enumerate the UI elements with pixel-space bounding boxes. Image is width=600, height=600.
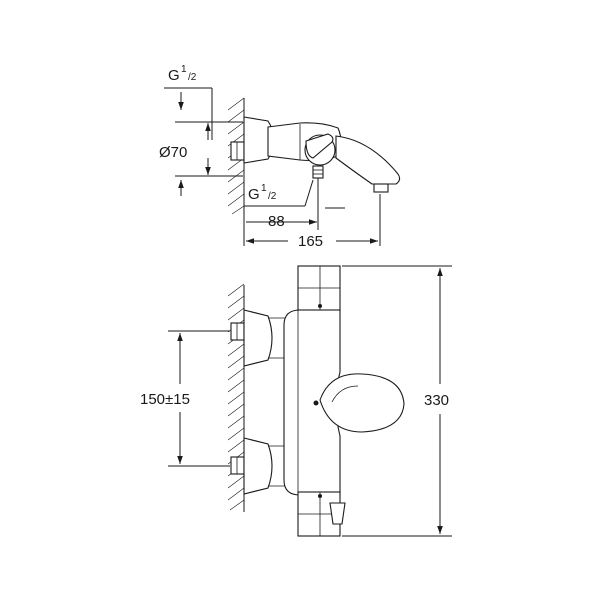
front-view-wall: [227, 283, 245, 512]
front-view-upper-escutcheon: [243, 309, 273, 367]
side-view-spout: [335, 135, 401, 185]
front-view-top-indicator: [318, 304, 322, 308]
side-view: G 1 /2 Ø70 G 1 /2 88 165: [159, 64, 401, 250]
side-view-spout-outlet: [373, 183, 389, 193]
depth-b-label: 165: [298, 233, 323, 250]
thread-top-sup: 1: [181, 64, 187, 75]
front-view-safety-button: [329, 502, 346, 525]
side-view-shower-outlet: [312, 165, 324, 179]
front-view-spout: [319, 373, 405, 433]
diameter-label: Ø70: [159, 144, 187, 161]
thread-outlet-label: G 1 /2: [248, 183, 277, 203]
thread-outlet-sub: /2: [268, 191, 277, 202]
side-view-wall-connector: [230, 141, 245, 161]
front-view: 150±15 330: [140, 265, 452, 537]
front-view-upper-connector: [230, 322, 245, 341]
front-view-lower-escutcheon: [243, 437, 273, 495]
thread-outlet-main: G: [248, 186, 260, 203]
front-view-spout-dot: [313, 400, 319, 406]
thread-top-sub: /2: [188, 72, 197, 83]
side-view-handle: [304, 133, 336, 166]
height-label: 330: [424, 392, 449, 409]
front-view-lower-connector: [230, 456, 245, 475]
centres-label: 150±15: [140, 391, 190, 408]
thread-outlet-sup: 1: [261, 183, 267, 194]
thread-top-main: G: [168, 67, 180, 84]
front-view-bottom-indicator: [318, 494, 322, 498]
depth-a-label: 88: [268, 213, 285, 230]
thread-top-label: G 1 /2: [168, 64, 197, 84]
